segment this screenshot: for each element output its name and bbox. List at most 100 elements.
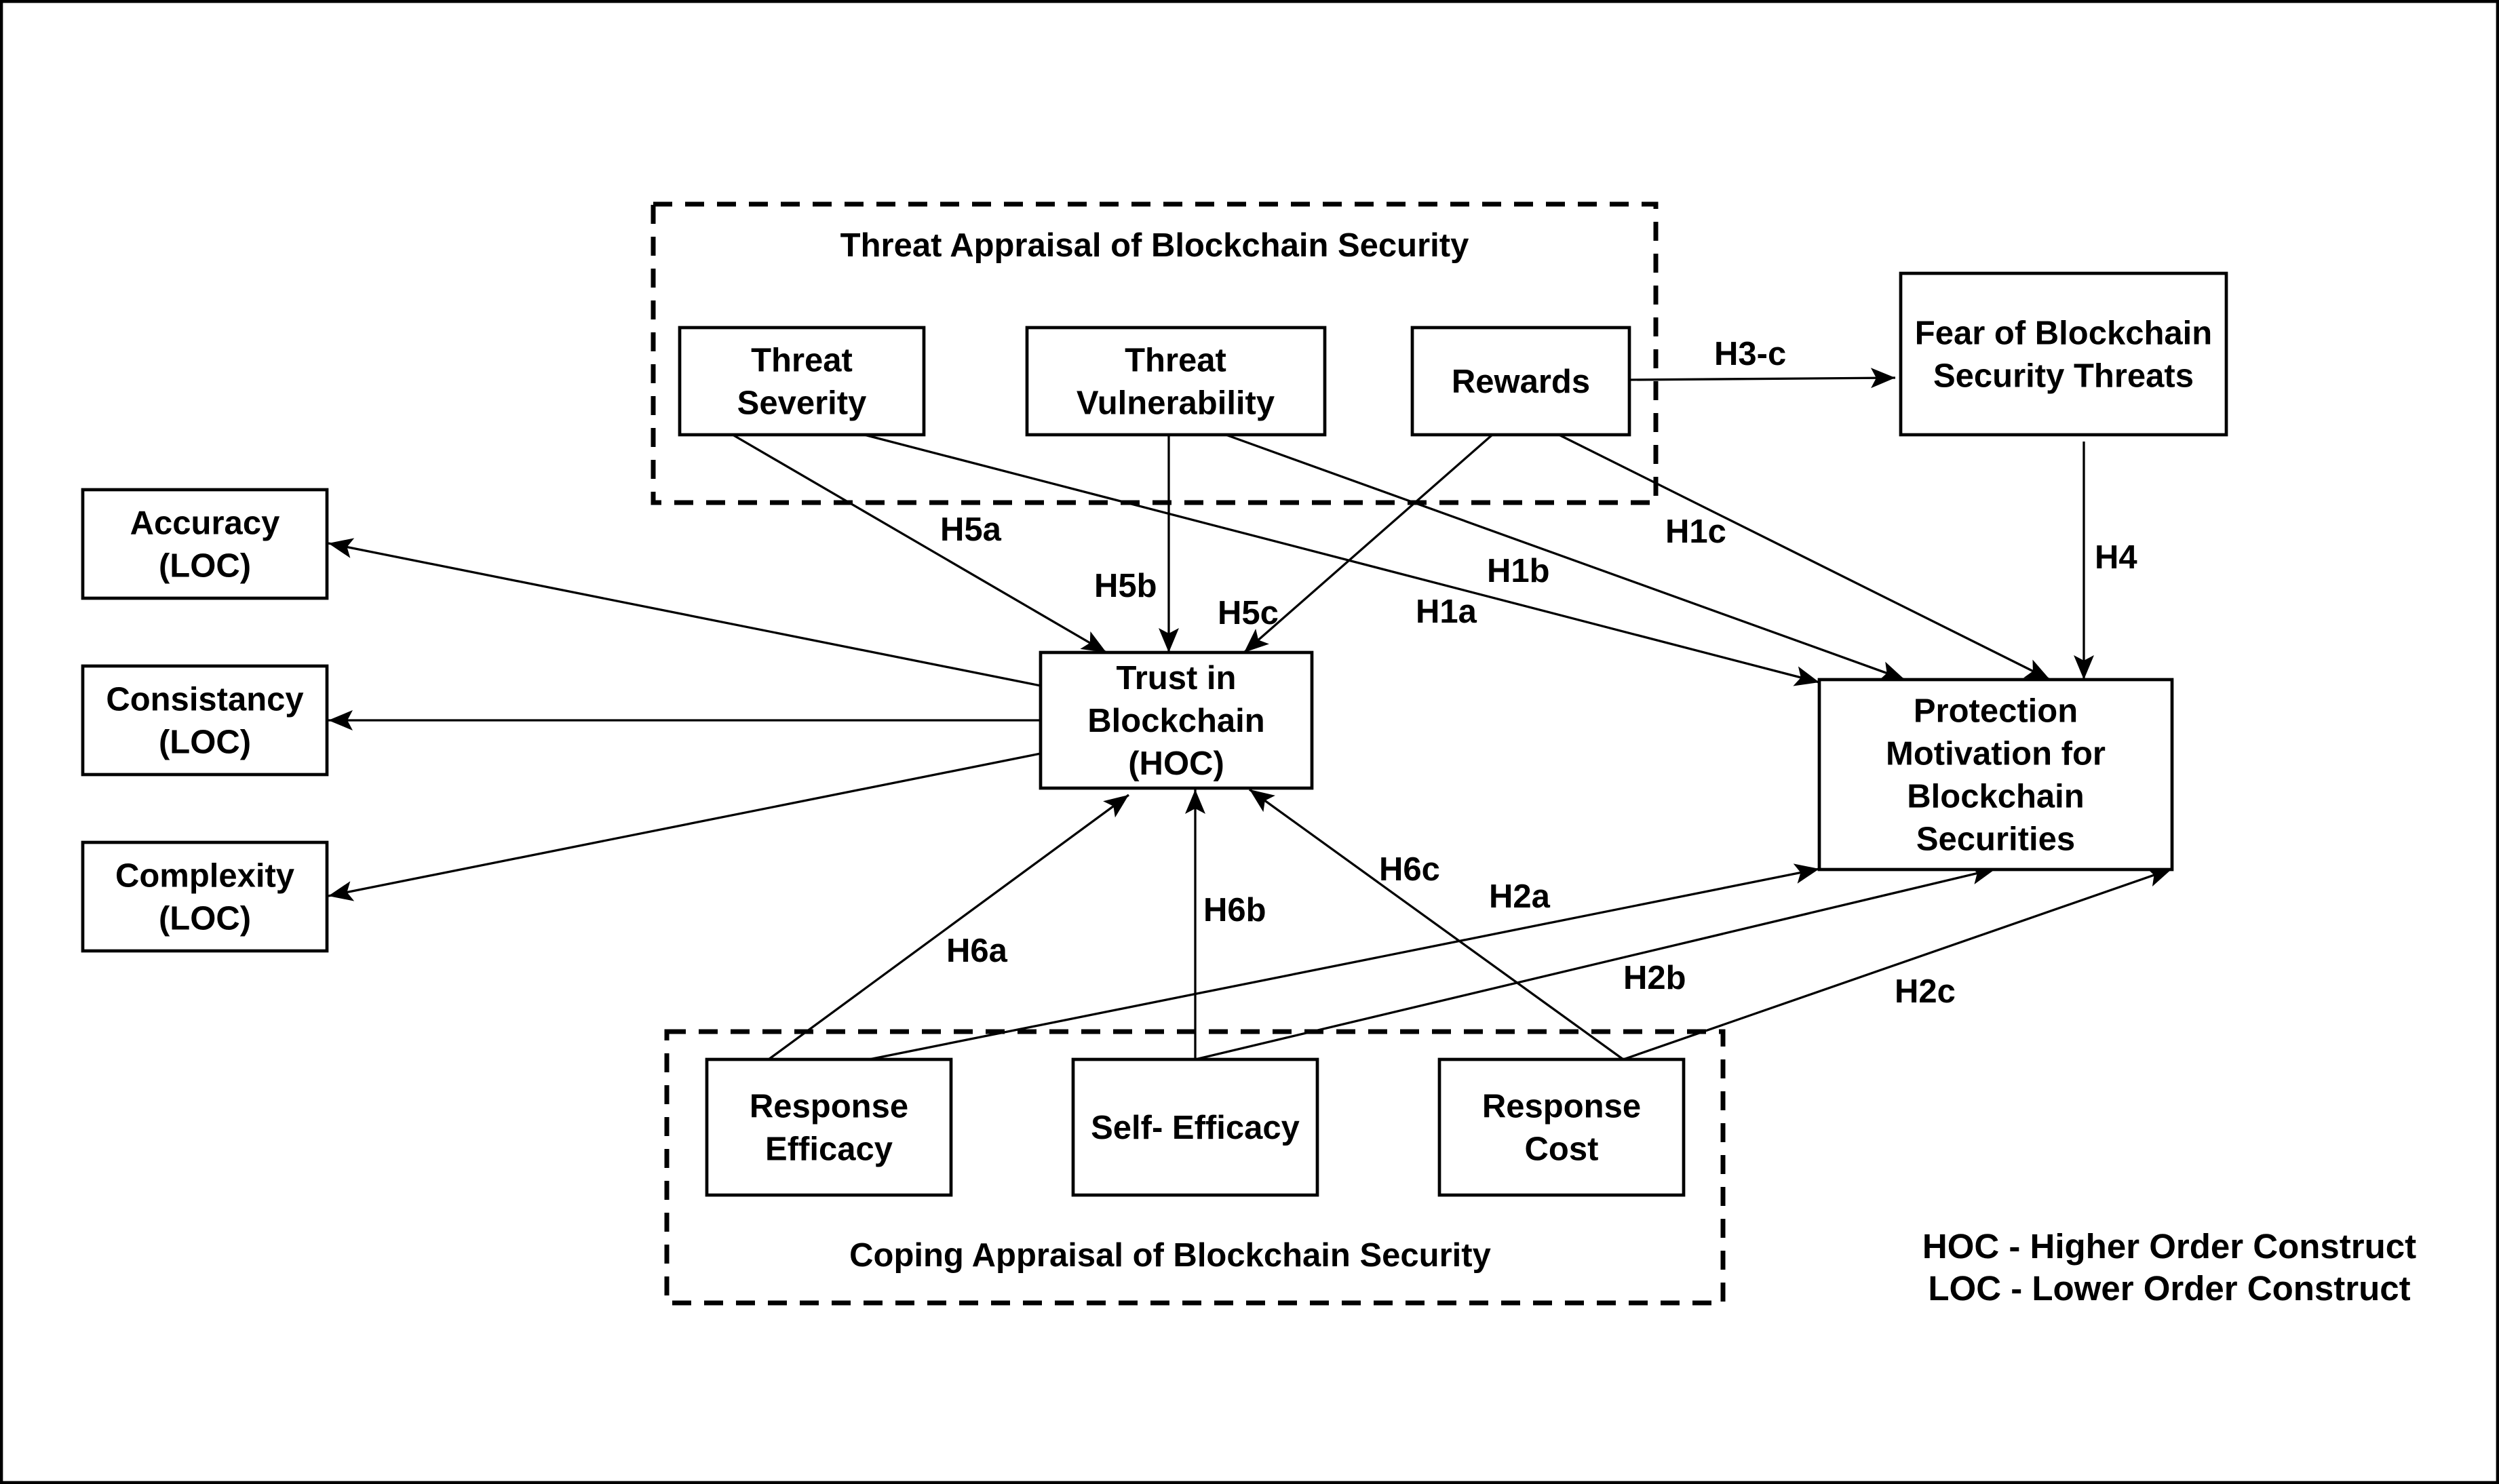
legend-loc: LOC - Lower Order Construct xyxy=(1928,1269,2410,1308)
node-label-line: (LOC) xyxy=(159,901,251,937)
node-label-line: (LOC) xyxy=(159,724,251,761)
threat-appraisal-label: Threat Appraisal of Blockchain Security xyxy=(840,227,1469,264)
node-label-line: Accuracy xyxy=(130,505,280,542)
node-complexity: Complexity (LOC) xyxy=(81,840,329,953)
node-label-line: Blockchain xyxy=(1087,703,1264,739)
node-label-line: Response xyxy=(750,1089,908,1125)
accuracy-label: Accuracy (LOC) xyxy=(130,505,280,585)
edge-label-h2a: H2a xyxy=(1489,878,1551,915)
node-label-line: Trust in xyxy=(1117,660,1237,697)
legend-hoc: HOC - Higher Order Construct xyxy=(1922,1227,2416,1266)
edge-arrowhead-h6a xyxy=(1103,795,1129,818)
edge-arrowhead-h2a xyxy=(1793,863,1819,884)
node-label-line: Self- Efficacy xyxy=(1091,1110,1300,1146)
node-label-line: Response xyxy=(1482,1089,1641,1125)
node-label-line: Vulnerability xyxy=(1077,385,1275,422)
edge-h2a xyxy=(868,867,1820,1061)
edge-arrowhead-h4 xyxy=(2074,655,2094,680)
edges-layer xyxy=(328,368,2173,1061)
edge-arrowhead-h6c xyxy=(1250,789,1275,813)
edge-label-h3c: H3-c xyxy=(1714,336,1786,372)
edge-h6a xyxy=(768,794,1129,1061)
edge-label-h5b: H5b xyxy=(1094,568,1157,604)
complexity-label: Complexity (LOC) xyxy=(115,858,294,937)
edge-arrowhead-h1b xyxy=(1878,661,1905,681)
edge-label-h6c: H6c xyxy=(1379,851,1440,888)
edge-arrowhead-h5b xyxy=(1159,628,1179,652)
node-label-line: Blockchain xyxy=(1907,779,2084,815)
edge-label-h4: H4 xyxy=(2095,539,2137,576)
edge-h2b xyxy=(1195,867,1996,1061)
node-label-line: (LOC) xyxy=(159,548,251,585)
edge-arrowhead-h3c xyxy=(1870,368,1895,389)
edge-label-h2b: H2b xyxy=(1623,960,1686,996)
node-label-line: Severity xyxy=(737,385,867,422)
node-label-line: Fear of Blockchain xyxy=(1915,315,2212,352)
edge-label-h5c: H5c xyxy=(1218,595,1279,631)
edge-arrowhead-h6b xyxy=(1185,789,1205,814)
node-label-line: (HOC) xyxy=(1128,745,1224,782)
edge-h1a xyxy=(864,433,1820,684)
edge-label-h1b: H1b xyxy=(1487,553,1550,589)
edge-arrowhead-to_accuracy xyxy=(328,538,355,558)
edge-arrowhead-h5a xyxy=(1080,631,1106,652)
edge-label-h6a: H6a xyxy=(946,933,1008,969)
node-label-line: Rewards xyxy=(1452,364,1590,400)
node-accuracy: Accuracy (LOC) xyxy=(81,488,329,600)
edge-arrowhead-h5c xyxy=(1244,628,1269,652)
edge-label-h1c: H1c xyxy=(1665,513,1726,550)
self-efficacy-label: Self- Efficacy xyxy=(1091,1110,1300,1146)
edge-h5c xyxy=(1243,433,1494,654)
edge-arrowhead-to_consistancy xyxy=(328,710,353,730)
node-label-line: Protection xyxy=(1914,693,2078,730)
node-label-line: Security Threats xyxy=(1933,358,2194,395)
node-consistancy: Consistancy (LOC) xyxy=(81,664,329,777)
node-self-efficacy: Self- Efficacy xyxy=(1071,1057,1319,1197)
edge-label-h5a: H5a xyxy=(940,511,1002,548)
edge-label-h1a: H1a xyxy=(1416,593,1477,630)
node-label-line: Complexity xyxy=(115,858,294,895)
node-label-line: Threat xyxy=(751,343,853,379)
threat-appraisal-group xyxy=(651,201,1659,505)
edge-to_accuracy xyxy=(328,542,1041,687)
edge-h2c xyxy=(1623,867,2173,1061)
consistancy-label: Consistancy (LOC) xyxy=(106,682,303,761)
node-label-line: Threat xyxy=(1125,343,1226,379)
node-label-line: Motivation for xyxy=(1886,736,2106,773)
node-rewards: Rewards xyxy=(1410,326,1631,437)
coping-appraisal-group xyxy=(664,1029,1726,1306)
node-label-line: Efficacy xyxy=(765,1131,893,1168)
rewards-label: Rewards xyxy=(1452,364,1590,400)
edge-label-h6b: H6b xyxy=(1203,892,1266,929)
edge-h5a xyxy=(732,433,1107,654)
edge-h3c xyxy=(1629,376,1896,381)
edge-arrowhead-to_complexity xyxy=(328,881,355,901)
edge-arrowhead-h1a xyxy=(1793,666,1819,686)
node-trust-in-blockchain: Trust in Blockchain (HOC) xyxy=(1039,650,1314,790)
node-label-line: Securities xyxy=(1916,821,2075,858)
edge-arrowhead-h1c xyxy=(2023,659,2050,680)
edge-label-h2c: H2c xyxy=(1895,973,1956,1010)
edge-arrowhead-h2c xyxy=(2146,867,2172,886)
coping-appraisal-label: Coping Appraisal of Blockchain Security xyxy=(849,1237,1491,1274)
edge-to_complexity xyxy=(328,752,1041,897)
edge-h6c xyxy=(1249,788,1624,1061)
edge-h1b xyxy=(1225,433,1905,681)
node-label-line: Consistancy xyxy=(106,682,303,718)
edge-h1c xyxy=(1558,433,2051,681)
node-label-line: Cost xyxy=(1525,1131,1599,1168)
trust-label: Trust in Blockchain (HOC) xyxy=(1087,660,1264,782)
